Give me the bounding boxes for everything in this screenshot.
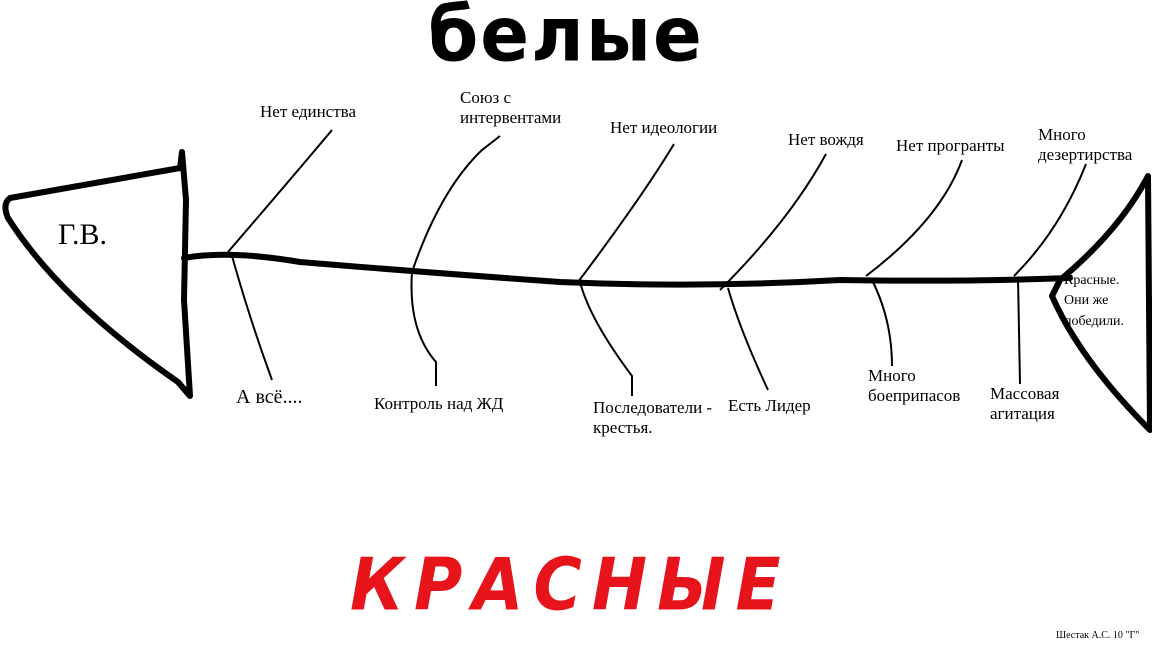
bone-bottom-2 [410, 271, 437, 386]
bone-top-2 [411, 135, 501, 273]
top-label-3: Нет идеологии [610, 118, 718, 137]
top-label-2: Союз с интервентами [460, 88, 562, 127]
top-label-6: Много дезертирства [1038, 125, 1133, 164]
bone-top-6 [1013, 163, 1087, 277]
bottom-label-6: Массовая агитация [990, 384, 1060, 423]
bone-bottom-4 [727, 287, 769, 391]
fish-spine [181, 251, 1073, 288]
top-label-4: Нет вождя [788, 130, 864, 149]
fish-head [2, 149, 193, 399]
bottom-label-2: Контроль над ЖД [374, 394, 504, 413]
title-reds: красные [350, 542, 791, 627]
fish-tail [1049, 173, 1152, 433]
bottom-label-4: Есть Лидер [728, 396, 811, 415]
bone-top-3 [577, 143, 675, 283]
bone-top-5 [865, 159, 963, 277]
title-whites: белые [428, 0, 704, 79]
bottom-label-3: Последователи - крестья. [593, 398, 713, 437]
head-label: Г.В. [58, 218, 107, 251]
bone-bottom-1 [231, 255, 273, 381]
author-signature: Шестак А.С. 10 "Г" [1056, 630, 1140, 641]
bone-bottom-5 [871, 279, 893, 367]
bottom-label-1: А всё.... [236, 386, 303, 408]
bottom-label-5: Много боеприпасов [868, 366, 961, 405]
bone-bottom-3 [579, 281, 633, 396]
bone-bottom-6 [1017, 277, 1021, 385]
bone-top-4 [719, 153, 827, 291]
top-label-1: Нет единства [260, 102, 356, 121]
bone-top-1 [227, 129, 333, 253]
top-label-5: Нет програнты [896, 136, 1005, 155]
tail-label: Красные. Они же победили. [1064, 273, 1125, 329]
